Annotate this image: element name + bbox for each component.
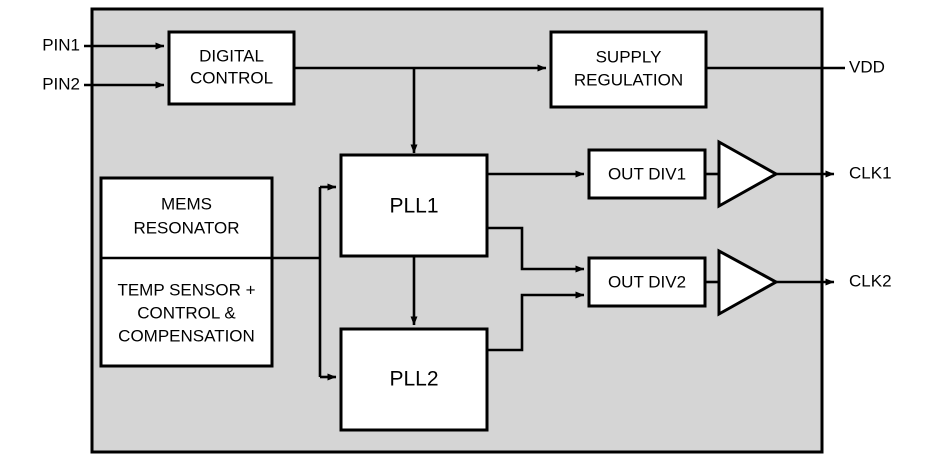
amplifier2-icon (717, 248, 780, 317)
block-digital-control-rect (167, 30, 296, 106)
block-out-div2-label: OUT DIV2 (608, 272, 686, 291)
block-out-div1: OUT DIV1 (587, 148, 707, 200)
port-label-pin1: PIN1 (42, 35, 80, 54)
block-pll1-label: PLL1 (389, 195, 438, 218)
block-digital-control-label-line2: CONTROL (190, 68, 273, 87)
block-supply-regulation-rect (549, 30, 708, 109)
block-supply-regulation-label-line2: REGULATION (574, 70, 683, 89)
block-supply-regulation-label-line1: SUPPLY (596, 47, 662, 66)
block-temp-sensor-label-line2: CONTROL & (137, 303, 236, 322)
block-pll2-rect (339, 327, 489, 432)
amplifier1-icon (717, 139, 780, 209)
block-pll1-rect (339, 153, 489, 258)
block-out-div1-rect (587, 148, 707, 200)
block-pll1: PLL1 (339, 153, 489, 258)
port-label-vdd: VDD (849, 57, 885, 76)
port-label-pin2: PIN2 (42, 74, 80, 93)
block-pll2-label: PLL2 (389, 368, 438, 391)
block-pll2: PLL2 (339, 327, 489, 432)
block-digital-control: DIGITAL CONTROL (167, 30, 296, 106)
block-digital-control-label-line1: DIGITAL (199, 46, 264, 65)
port-label-clk2: CLK2 (849, 271, 892, 290)
block-mems-resonator-label-line2: RESONATOR (133, 218, 239, 237)
block-temp-sensor-label-line1: TEMP SENSOR + (117, 280, 255, 299)
block-supply-regulation: SUPPLY REGULATION (549, 30, 708, 109)
block-out-div2-rect (587, 256, 707, 308)
port-label-clk1: CLK1 (849, 163, 892, 182)
block-temp-sensor-label-line3: COMPENSATION (118, 326, 255, 345)
block-out-div2: OUT DIV2 (587, 256, 707, 308)
block-resonator-group-rect (99, 176, 274, 368)
block-out-div1-label: OUT DIV1 (608, 164, 686, 183)
block-mems-resonator-label-line1: MEMS (161, 194, 212, 213)
block-resonator-group: MEMS RESONATOR TEMP SENSOR + CONTROL & C… (99, 176, 274, 368)
wire-pll2-to-out-div2 (487, 291, 585, 352)
wire-pll1-to-out-div2 (487, 226, 585, 273)
